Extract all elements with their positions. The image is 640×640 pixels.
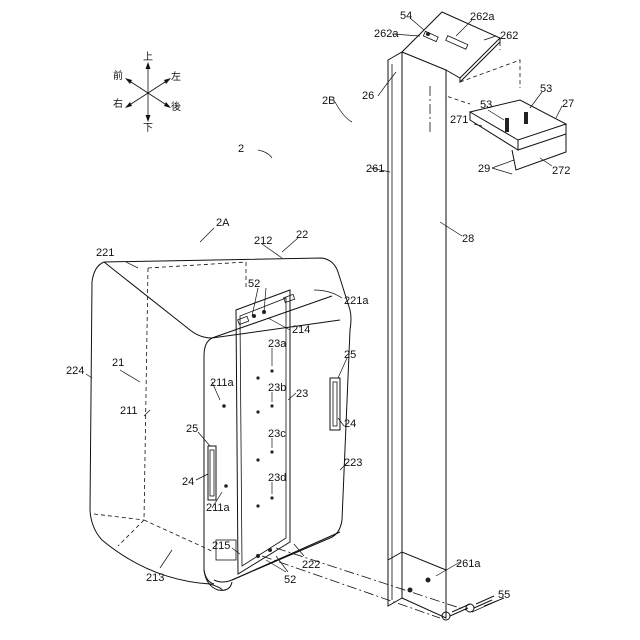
label-23b: 23b — [268, 382, 286, 394]
label-53-right: 53 — [540, 83, 552, 95]
label-22: 22 — [296, 229, 308, 241]
screws-55 — [442, 596, 494, 620]
label-212: 212 — [254, 235, 272, 247]
direction-up-label: 上 — [143, 51, 153, 63]
label-272: 272 — [552, 165, 570, 177]
label-211: 211 — [120, 405, 138, 417]
label-262: 262 — [500, 30, 518, 42]
label-52-top: 52 — [248, 278, 260, 290]
label-28: 28 — [462, 233, 474, 245]
label-215: 215 — [212, 540, 230, 552]
label-261a: 261a — [456, 558, 481, 570]
label-29: 29 — [478, 163, 490, 175]
label-262a-right: 262a — [470, 11, 495, 23]
label-52-bottom: 52 — [284, 574, 296, 586]
label-54: 54 — [400, 10, 412, 22]
label-262a-left: 262a — [374, 28, 399, 40]
label-211a-lower: 211a — [206, 502, 231, 514]
direction-right-label: 右 — [113, 97, 123, 110]
label-23a: 23a — [268, 338, 287, 350]
label-21: 21 — [112, 357, 124, 369]
label-26: 26 — [362, 90, 374, 102]
label-213: 213 — [146, 572, 164, 584]
label-223: 223 — [344, 457, 362, 469]
label-221a: 221a — [344, 295, 369, 307]
label-27: 27 — [562, 98, 574, 110]
label-24-left: 24 — [182, 476, 194, 488]
label-221: 221 — [96, 247, 114, 259]
label-23: 23 — [296, 388, 308, 400]
direction-left-label: 左 — [171, 70, 181, 83]
direction-back-label: 後 — [171, 100, 181, 113]
label-25-right: 25 — [344, 349, 356, 361]
label-53-left: 53 — [480, 99, 492, 111]
label-261: 261 — [366, 163, 384, 175]
label-224: 224 — [66, 365, 84, 377]
direction-down-label: 下 — [143, 123, 153, 134]
label-25-left: 25 — [186, 423, 198, 435]
direction-compass: 上 下 前 後 左 右 — [113, 51, 181, 134]
label-23d: 23d — [268, 472, 286, 484]
post-2b — [388, 12, 520, 618]
direction-front-label: 前 — [113, 69, 123, 82]
label-2a: 2A — [216, 217, 230, 229]
label-214: 214 — [292, 324, 310, 336]
label-211a-upper: 211a — [210, 377, 235, 389]
reference-labels: 2 2A 2B 21 22 23 23a 23b 23c 23d 24 24 2… — [66, 10, 574, 601]
label-2: 2 — [238, 143, 244, 155]
label-222: 222 — [302, 559, 320, 571]
label-23c: 23c — [268, 428, 286, 440]
label-55: 55 — [498, 589, 510, 601]
label-2b: 2B — [322, 95, 335, 107]
label-271: 271 — [450, 114, 468, 126]
label-24-right: 24 — [344, 418, 356, 430]
